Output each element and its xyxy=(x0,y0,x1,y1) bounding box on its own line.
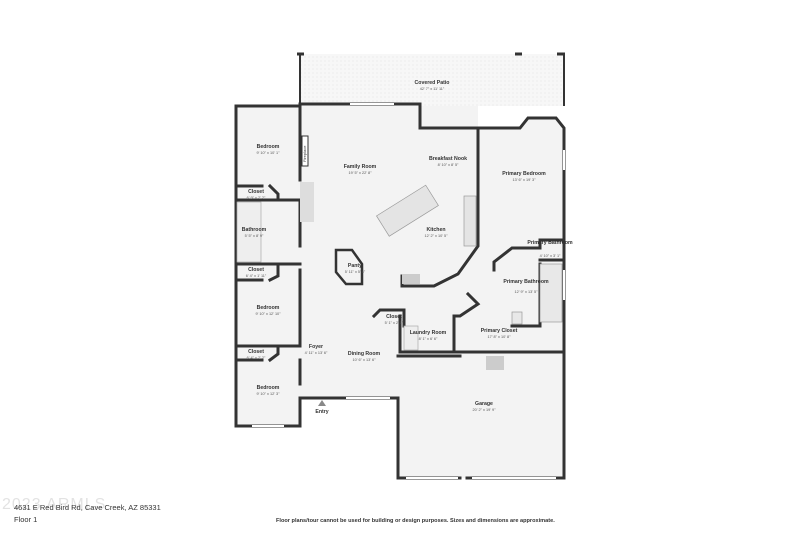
room-name: Covered Patio xyxy=(415,80,450,86)
entry-marker: Entry xyxy=(315,400,329,415)
room-garage: Garage 20' 2" x 19' 9" xyxy=(473,401,497,412)
room-dims: 5' 1" x 2' 1" xyxy=(385,321,404,325)
room-name: Primary Bathroom xyxy=(503,279,549,285)
entry-arrow-icon xyxy=(318,400,326,406)
room-dims: 4' 11" x 13' 6" xyxy=(305,351,328,355)
room-bathroom: Bathroom 5' 5" x 8' 9" xyxy=(242,227,267,238)
room-foyer: Foyer 4' 11" x 13' 6" xyxy=(305,344,328,355)
room-bedroom-bottom: Bedroom 9' 10" x 12' 3" xyxy=(257,385,281,396)
room-name: Bedroom xyxy=(257,305,280,311)
room-bedroom-top: Bedroom 9' 10" x 10' 1" xyxy=(257,144,281,155)
room-name: Dining Room xyxy=(348,351,381,357)
fireplace-label: Fireplace xyxy=(302,145,307,162)
room-kitchen: Kitchen 12' 2" x 10' 5" xyxy=(425,227,449,238)
room-closet-3: Closet 5' 1" x 2' 1" xyxy=(385,314,404,325)
property-address: 4631 E Red Bird Rd, Cave Creek, AZ 85331 xyxy=(14,503,161,512)
room-dims: 10' 6" x 13' 6" xyxy=(353,358,377,362)
room-dims: 8' 10" x 8' 5" xyxy=(438,163,459,167)
room-primary-closet: Primary Closet 17' 8" x 10' 8" xyxy=(481,328,518,339)
room-family-room: Family Room 19' 5" x 22' 8" xyxy=(344,164,377,175)
room-name: Primary Bedroom xyxy=(502,171,546,177)
room-name: Kitchen xyxy=(426,227,445,233)
room-primary-bathroom: Primary Bathroom 12' 9" x 13' 5" xyxy=(503,279,549,294)
room-dims: 9' 10" x 10' 1" xyxy=(257,151,281,155)
disclaimer-text: Floor plans/tour cannot be used for buil… xyxy=(276,518,555,524)
room-dims: 19' 5" x 22' 8" xyxy=(349,171,373,175)
room-covered-patio: Covered Patio 42' 7" x 11' 11" xyxy=(415,80,450,91)
room-primary-bathroom-small: Primary Bathroom 4' 10" x 3' 1" xyxy=(527,240,573,258)
room-dims: 6' 9" x 2' 2" xyxy=(247,196,266,200)
house-floor xyxy=(236,106,564,478)
floor-label: Floor 1 xyxy=(14,515,38,524)
room-name: Bedroom xyxy=(257,385,280,391)
room-primary-bedroom: Primary Bedroom 13' 6" x 19' 3" xyxy=(502,171,546,182)
room-closet-1: Closet 6' 9" x 2' 2" xyxy=(247,189,266,200)
room-name: Bathroom xyxy=(242,227,267,233)
room-name: Closet xyxy=(248,267,264,273)
room-dims: 42' 7" x 11' 11" xyxy=(420,87,445,91)
room-closet-2: Closet 6' 4" x 1' 11" xyxy=(246,267,267,278)
room-dims: 12' 9" x 13' 5" xyxy=(515,290,539,294)
room-name: Closet xyxy=(248,349,264,355)
room-dims: 6' 4" x 2' 2" xyxy=(247,356,266,360)
room-name: Primary Bathroom xyxy=(527,240,573,246)
room-dims: 12' 2" x 10' 5" xyxy=(425,234,449,238)
room-dims: 5' 5" x 8' 9" xyxy=(245,234,264,238)
room-name: Family Room xyxy=(344,164,377,170)
covered-patio-area xyxy=(297,52,565,106)
room-dims: 20' 2" x 19' 9" xyxy=(473,408,497,412)
room-name: Foyer xyxy=(309,344,323,350)
room-name: Laundry Room xyxy=(410,330,447,336)
room-name: Panty xyxy=(348,263,362,269)
fixtures xyxy=(236,135,563,370)
room-name: Closet xyxy=(248,189,264,195)
entry-label: Entry xyxy=(315,409,328,415)
room-dims: 9' 10" x 12' 3" xyxy=(257,392,281,396)
room-dims: 6' 4" x 1' 11" xyxy=(246,274,267,278)
room-dims: 8' 1" x 6' 6" xyxy=(419,337,438,341)
room-dims: 17' 8" x 10' 8" xyxy=(488,335,512,339)
room-name: Closet xyxy=(386,314,402,320)
room-dims: 5' 11" x 5' 8" xyxy=(345,270,366,274)
room-dims: 4' 10" x 3' 1" xyxy=(540,254,561,258)
room-name: Bedroom xyxy=(257,144,280,150)
room-bedroom-mid: Bedroom 9' 10" x 12' 10" xyxy=(255,305,281,316)
room-name: Garage xyxy=(475,401,493,407)
room-dims: 9' 10" x 12' 10" xyxy=(255,312,281,316)
room-breakfast-nook: Breakfast Nook 8' 10" x 8' 5" xyxy=(429,156,467,167)
room-closet-4: Closet 6' 4" x 2' 2" xyxy=(247,349,266,360)
room-dims: 13' 6" x 19' 3" xyxy=(513,178,537,182)
exterior-walls xyxy=(234,102,566,480)
room-laundry-room: Laundry Room 8' 1" x 6' 6" xyxy=(410,330,447,341)
room-name: Primary Closet xyxy=(481,328,518,334)
room-pantry: Panty 5' 11" x 5' 8" xyxy=(345,263,366,274)
room-dining-room: Dining Room 10' 6" x 13' 6" xyxy=(348,351,381,362)
room-name: Breakfast Nook xyxy=(429,156,467,162)
watermark: 2023 ARMLS xyxy=(2,496,107,513)
